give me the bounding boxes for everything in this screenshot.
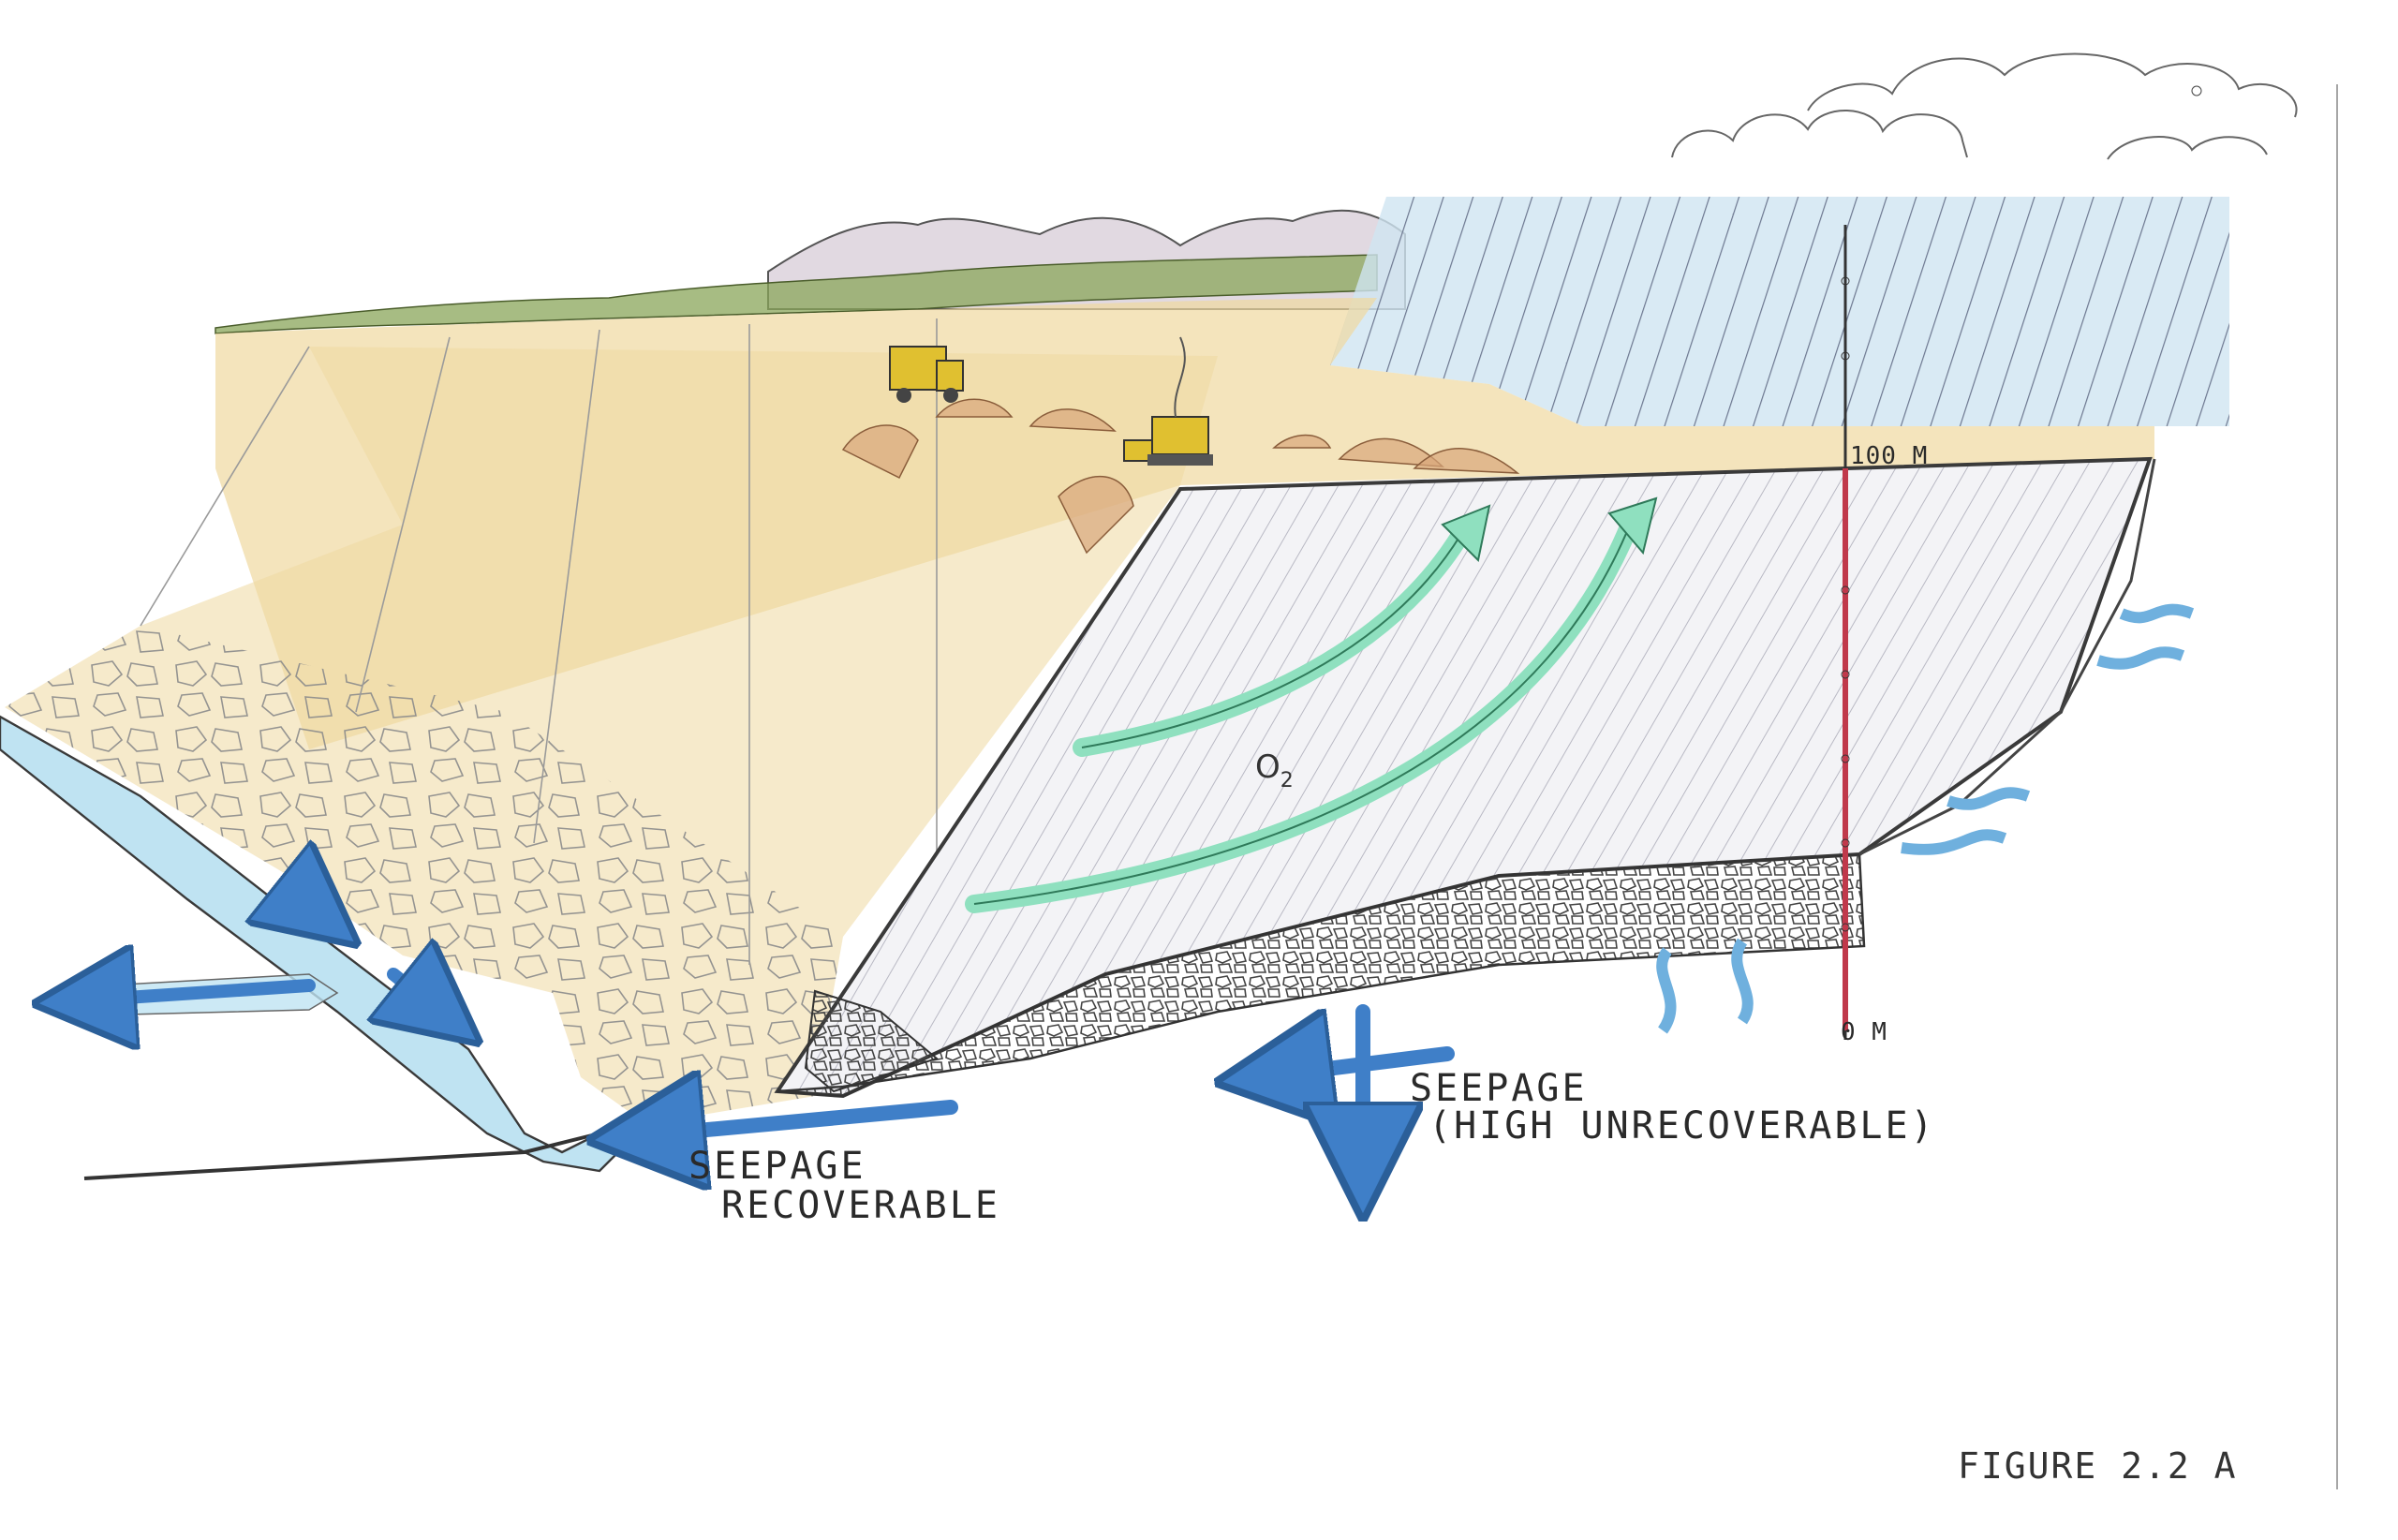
left-slope-panel [5,347,1218,1124]
scale-label-top: 100 M [1850,442,1928,470]
bulldozer-icon [1123,336,1213,466]
seepage-recoverable-line1: SEEPAGE [688,1145,866,1188]
loader-truck-icon [889,346,964,403]
oxygen-arrow-icon-2 [965,496,1658,913]
downward-seepage-icon [1656,938,1754,1034]
scale-label-bottom: 0 M [1841,1018,1887,1046]
sky-hatch-block [1330,197,2229,426]
depth-scale-rod [1841,225,1850,1040]
seepage-recoverable-line2: RECOVERABLE [721,1184,1000,1227]
gravel-liner [777,852,1866,1098]
figure-caption: FIGURE 2.2 A [1958,1445,2238,1487]
right-slope-edge [1858,458,2156,856]
riprap-band [5,626,843,1124]
oxygen-label: O2 [1255,748,1294,792]
oxygen-arrow-icon [1073,504,1491,757]
seepage-unrecoverable-line2: (HIGH UNRECOVERABLE) [1428,1104,1936,1148]
groundwater-inflow-icon [1901,603,2195,855]
seepage-unrecoverable-line1: SEEPAGE [1410,1067,1588,1110]
slope-lines [140,318,938,965]
toe-gravel [804,989,940,1093]
seepage-arrow-icon [84,895,1455,1162]
clouds [1671,52,2298,160]
soil-mounds [841,398,1520,555]
ground-line [83,1103,657,1180]
